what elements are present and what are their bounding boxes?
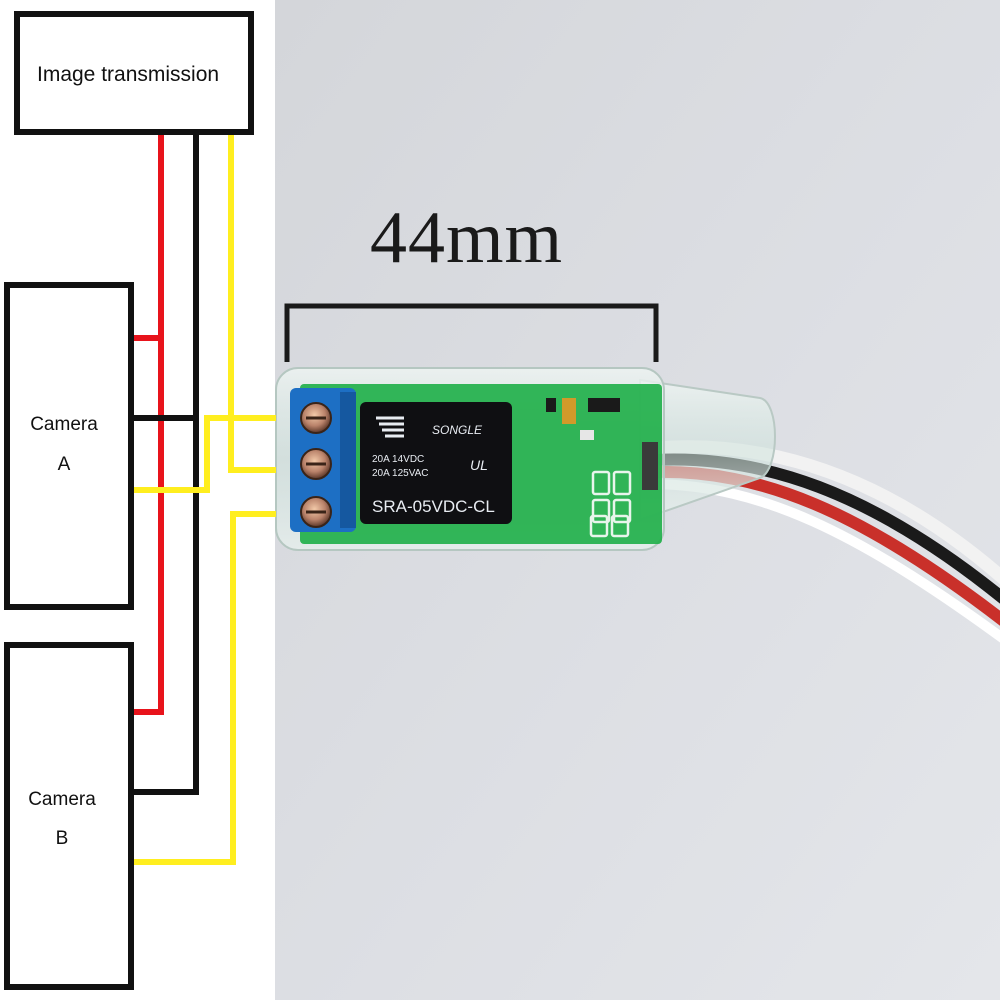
relay-body <box>360 402 512 524</box>
camera-a-label-line1: Camera <box>30 414 98 435</box>
camera-a-label-line2: A <box>57 454 71 475</box>
pcb-components <box>546 398 658 490</box>
camera-b-label-line1: Camera <box>28 789 96 810</box>
dimension-label: 44mm <box>370 197 564 279</box>
camera-b-label-line2: B <box>55 828 69 849</box>
relay-model: SRA-05VDC-CL <box>372 497 495 516</box>
image-transmission-box <box>14 11 254 135</box>
relay-brand: SONGLE <box>432 423 483 437</box>
camera-a-box <box>4 282 134 610</box>
relay-cert: UL <box>470 457 488 473</box>
yellow-wire-transmission <box>228 134 276 473</box>
relay-rating-1: 20A 14VDC <box>372 454 424 465</box>
yellow-wire-camera-b <box>134 511 276 865</box>
dimension-bracket <box>284 303 659 362</box>
image-transmission-label: Image transmission <box>37 63 220 86</box>
wires <box>132 134 276 865</box>
terminal-block-side <box>340 392 356 528</box>
yellow-wire-camera-a <box>132 415 276 493</box>
black-wire <box>132 134 199 795</box>
camera-b-box <box>4 642 134 990</box>
red-wire <box>132 134 164 715</box>
terminal-screws <box>300 402 332 528</box>
pcb-pads <box>589 470 632 538</box>
shrink-sleeve-tail <box>639 378 776 522</box>
relay-rating-2: 20A 125VAC <box>372 468 429 479</box>
songle-logo-icon <box>376 416 404 438</box>
